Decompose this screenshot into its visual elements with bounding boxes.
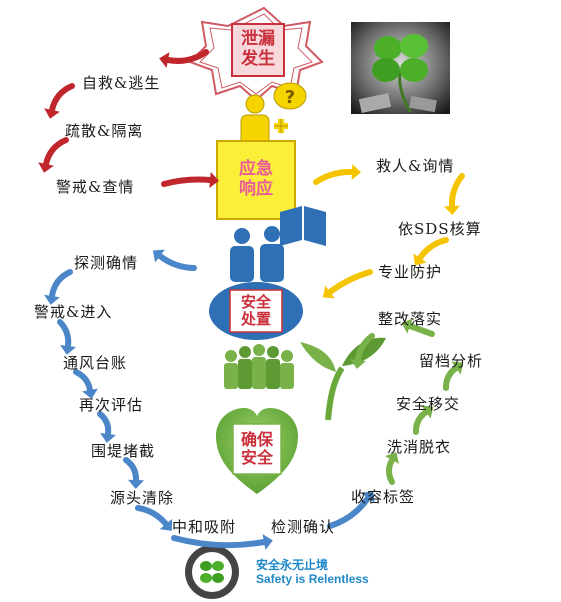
red-step-2: 疏散&隔离 <box>65 122 144 140</box>
leak-emblem <box>188 6 324 102</box>
yellow-step-2: 依SDS核算 <box>398 220 482 238</box>
blue-arrow-3 <box>57 319 76 355</box>
leak-line1: 泄漏 <box>241 29 275 50</box>
ensure-box-fill <box>232 423 282 475</box>
response-line1: 应急 <box>239 159 273 180</box>
yellow-arrow-1 <box>313 164 361 185</box>
blue-arrow-6 <box>123 457 144 489</box>
blue-step-7: 中和吸附 <box>172 518 237 536</box>
people-book-icon <box>230 206 326 282</box>
yellow-step-3: 专业防护 <box>378 263 443 281</box>
yellow-arrow-4 <box>322 269 373 299</box>
svg-text:?: ? <box>285 87 295 108</box>
green-step-2: 洗消脱衣 <box>387 438 452 456</box>
blue-arrow-9 <box>327 490 375 529</box>
sprout-icon <box>300 337 386 421</box>
clover-seal-icon <box>185 545 239 599</box>
green-arrow-5 <box>350 333 375 369</box>
response-line2: 响应 <box>239 179 273 199</box>
green-arrow-4 <box>401 318 435 337</box>
blue-arrow-5 <box>97 411 116 443</box>
blue-step-2: 警戒&进入 <box>34 303 113 321</box>
blue-arrow-4 <box>73 369 98 399</box>
blue-step-1: 探测确情 <box>74 254 139 272</box>
green-step-4: 留档分析 <box>419 352 484 370</box>
ensure-line2: 安全 <box>240 448 273 467</box>
blue-step-5: 围堤堵截 <box>91 442 156 460</box>
blue-arrow-2 <box>44 269 73 305</box>
yellow-arrow-3 <box>413 237 449 266</box>
red-arrow-2 <box>44 83 75 119</box>
blue-step-8: 检测确认 <box>271 518 336 536</box>
arrows-layer <box>38 49 465 550</box>
clover-photo <box>351 22 450 114</box>
green-step-1: 收容标签 <box>351 488 416 506</box>
blue-step-4: 再次评估 <box>79 396 144 414</box>
green-step-5: 整改落实 <box>378 310 443 328</box>
response-box-fill <box>216 140 296 220</box>
green-arrow-1 <box>384 452 400 485</box>
blue-arrow-8 <box>171 534 273 550</box>
ensure-line1: 确保 <box>240 429 273 449</box>
leak-line2: 发生 <box>241 49 275 69</box>
ensure-node: 确保 安全 <box>233 424 281 474</box>
red-arrow-3 <box>38 137 69 173</box>
green-arrow-3 <box>443 361 464 391</box>
red-arrow-4 <box>161 172 219 188</box>
blue-arrow-7 <box>135 505 173 531</box>
green-arrow-2 <box>413 405 434 435</box>
yellow-step-1: 救人&询情 <box>376 157 455 175</box>
crowd-icon <box>224 344 294 389</box>
blue-step-6: 源头清除 <box>110 489 175 507</box>
green-step-3: 安全移交 <box>396 395 461 413</box>
red-step-1: 自救&逃生 <box>82 74 161 92</box>
disposal-line2: 处置 <box>240 310 271 328</box>
disposal-node: 安全 处置 <box>230 290 282 332</box>
slogan-chinese: 安全永无止境 <box>256 558 329 572</box>
yellow-arrow-2 <box>444 173 465 215</box>
red-step-3: 警戒&查情 <box>56 178 135 196</box>
response-node: 应急 响应 <box>217 141 295 219</box>
blue-arrow-1 <box>152 249 197 271</box>
disposal-line1: 安全 <box>240 292 271 311</box>
slogan-english: Safety is Relentless <box>256 572 369 586</box>
leak-node: 泄漏 发生 <box>232 24 284 76</box>
blue-step-3: 通风台账 <box>63 354 128 372</box>
disposal-box-fill <box>229 289 283 333</box>
red-arrow-1 <box>159 49 209 68</box>
